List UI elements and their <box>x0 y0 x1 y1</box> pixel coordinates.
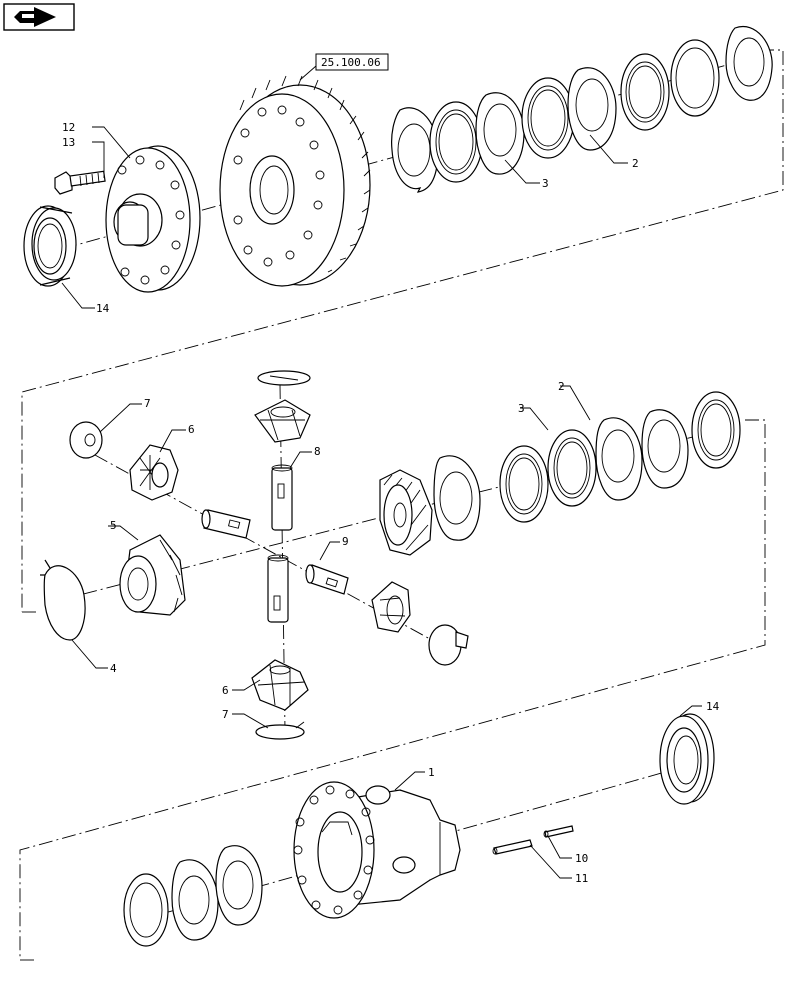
label-part-11[interactable]: 11 <box>575 872 588 885</box>
differential-housing <box>293 781 461 919</box>
pinion-gear-top <box>254 399 311 443</box>
label-part-12[interactable]: 12 <box>62 121 75 134</box>
thrust-washer-right <box>428 624 469 666</box>
reference-box-text: 25.100.06 <box>321 56 381 69</box>
side-gear-left <box>119 534 186 616</box>
side-gear-right <box>379 469 433 556</box>
next-page-arrow-icon[interactable] <box>3 3 75 31</box>
label-part-14-right[interactable]: 14 <box>706 700 720 713</box>
label-part-6-top[interactable]: 6 <box>188 423 195 436</box>
ring-gear <box>219 75 371 287</box>
label-part-6-bottom[interactable]: 6 <box>222 684 229 697</box>
thrust-washer-bottom <box>255 721 305 740</box>
friction-disc-stack-middle <box>433 391 741 541</box>
flange-half <box>105 145 201 293</box>
part-labels: 12 13 14 2 3 7 6 8 9 2 3 5 4 6 7 1 14 10… <box>62 121 720 885</box>
pinion-gear-left <box>129 444 179 501</box>
thrust-washer-left <box>69 421 103 459</box>
bolt <box>54 170 106 195</box>
bearing-right <box>659 713 715 805</box>
label-part-2-mid[interactable]: 2 <box>558 380 565 393</box>
label-part-3-mid[interactable]: 3 <box>518 402 525 415</box>
thrust-washer-side <box>40 559 86 641</box>
label-part-8[interactable]: 8 <box>314 445 321 458</box>
assembly-boundary-lines <box>19 49 784 961</box>
cross-shaft-upper <box>271 464 293 531</box>
label-part-13[interactable]: 13 <box>62 136 75 149</box>
bearing-left <box>23 205 77 287</box>
cross-shaft-lower <box>267 554 289 623</box>
label-part-1[interactable]: 1 <box>428 766 435 779</box>
thrust-washer-top <box>257 370 311 386</box>
label-part-4[interactable]: 4 <box>110 662 117 675</box>
reference-box[interactable]: 25.100.06 <box>299 53 389 81</box>
label-part-7-top[interactable]: 7 <box>144 397 151 410</box>
short-shaft-left <box>201 509 251 539</box>
label-part-10[interactable]: 10 <box>575 852 588 865</box>
roll-pins <box>492 825 574 855</box>
label-part-2-top[interactable]: 2 <box>632 157 639 170</box>
label-part-5[interactable]: 5 <box>110 519 117 532</box>
friction-disc-stack-bottom <box>123 845 263 947</box>
label-part-9[interactable]: 9 <box>342 535 349 548</box>
label-part-7-bottom[interactable]: 7 <box>222 708 229 721</box>
pinion-gear-bottom <box>251 659 309 711</box>
pinion-gear-right <box>371 581 411 633</box>
short-shaft-right <box>305 564 349 595</box>
leader-lines <box>61 126 702 879</box>
label-part-3-top[interactable]: 3 <box>542 177 549 190</box>
label-part-14-left[interactable]: 14 <box>96 302 110 315</box>
friction-disc-stack-top <box>391 25 773 193</box>
